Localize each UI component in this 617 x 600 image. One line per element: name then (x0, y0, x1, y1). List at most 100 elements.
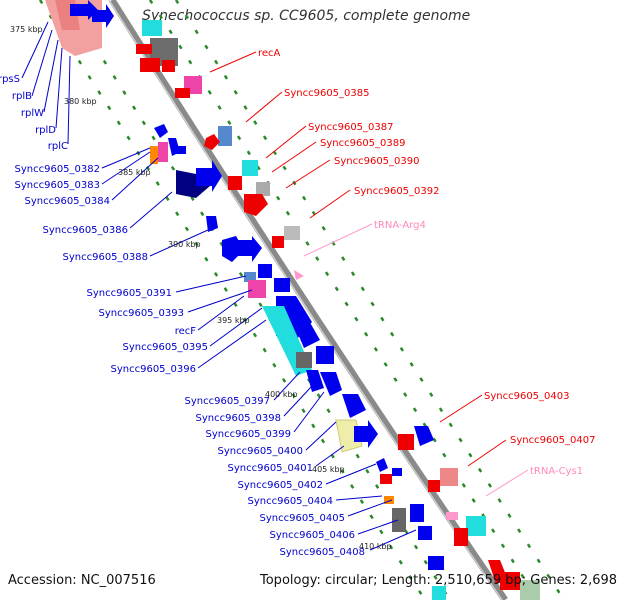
gene-label: Syncc9605_0397 (185, 396, 271, 407)
gene-block (428, 480, 440, 492)
gene-block (256, 182, 270, 196)
gene-arrow (414, 426, 434, 446)
gene-label: Syncc9605_0383 (15, 180, 101, 191)
leader-line (67, 55, 71, 145)
gene-block (274, 278, 290, 292)
genome-summary-text: Topology: circular; Length: 2,510,659 bp… (260, 573, 617, 588)
leader-line (467, 439, 507, 467)
gene-arrow (176, 146, 186, 154)
rna-marker (294, 270, 304, 280)
gene-block (248, 280, 266, 298)
rna-leader-lines (303, 223, 529, 497)
kbp-tick-label: 390 kbp (168, 240, 201, 249)
rna-gene-labels: tRNA-Arg4 tRNA-Cys1 (374, 220, 583, 477)
gene-block (258, 264, 272, 278)
gene-label: rplC (48, 141, 68, 152)
gene-label: Syncc9605_0389 (320, 138, 406, 149)
gene-label: recA (258, 48, 281, 59)
gene-label: Syncc9605_0406 (270, 530, 356, 541)
leader-line (187, 289, 253, 313)
kbp-tick-label: 385 kbp (118, 168, 151, 177)
rna-label: tRNA-Cys1 (530, 466, 583, 477)
kbp-tick-label: 405 kbp (312, 465, 345, 474)
leader-line (209, 307, 263, 347)
gene-label: Syncc9605_0399 (206, 429, 292, 440)
leader-line (293, 391, 325, 433)
leader-line (175, 275, 247, 293)
gene-block (454, 528, 468, 546)
gene-label: rplW (21, 108, 44, 119)
leader-line (315, 445, 345, 467)
leader-line (111, 157, 159, 201)
gene-label: Syncc9605_0384 (25, 196, 111, 207)
kbp-tick-label: 400 kbp (265, 390, 298, 399)
leader-line (101, 151, 151, 185)
guide-line-3 (148, 0, 540, 600)
gene-label: rpsS (0, 74, 20, 85)
gene-label: Syncc9605_0405 (260, 513, 346, 524)
gene-block (380, 474, 392, 484)
gene-label: Syncc9605_0401 (228, 463, 314, 474)
leader-line (485, 469, 529, 497)
gene-block (284, 226, 300, 240)
backbone-highlight (108, 0, 503, 600)
gene-arrow (70, 0, 98, 20)
leader-line (273, 371, 301, 401)
gene-label: Syncc9605_0402 (238, 480, 324, 491)
gene-block (466, 516, 486, 536)
leader-line (305, 421, 337, 451)
gene-block (158, 142, 168, 162)
gene-arrow (206, 216, 218, 232)
guide-line-4 (174, 0, 566, 600)
leader-line (209, 51, 257, 73)
gene-label: Syncc9605_0390 (334, 156, 420, 167)
gene-block (162, 60, 175, 72)
left-gene-labels: rpsS rplB rplW rplD rplC Syncc9605_0382 … (0, 74, 365, 558)
leader-line (325, 463, 377, 485)
gene-arrow (354, 420, 378, 448)
kbp-tick-label: 380 kbp (64, 97, 97, 106)
leader-line (197, 319, 267, 369)
leader-line (335, 495, 383, 501)
leader-line (285, 159, 331, 189)
kbp-tick-label: 395 kbp (217, 316, 250, 325)
leader-line (149, 229, 209, 257)
leader-line (265, 125, 307, 159)
leader-line (43, 39, 59, 113)
gene-arrow (196, 160, 222, 192)
leader-line (245, 91, 283, 123)
gene-block (142, 20, 162, 36)
gene-label: Syncc9605_0388 (63, 252, 149, 263)
right-gene-labels: recA Syncc9605_0385 Syncc9605_0387 Syncc… (258, 48, 596, 446)
gene-block (218, 126, 232, 146)
leader-line (101, 147, 151, 169)
leader-line (129, 191, 173, 229)
leader-line (283, 385, 313, 417)
genome-map: 375 kbp 380 kbp 385 kbp 390 kbp 395 kbp … (0, 0, 596, 600)
gene-block (242, 160, 258, 176)
leader-line (369, 529, 417, 551)
leader-line (439, 394, 483, 423)
gene-label: Syncc9605_0400 (218, 446, 304, 457)
gene-arrow (204, 134, 220, 150)
rna-label: tRNA-Arg4 (374, 220, 426, 231)
gene-label: recF (175, 326, 197, 337)
gene-block (520, 580, 540, 600)
guide-line-1 (38, 0, 427, 600)
leader-line (271, 141, 317, 173)
gene-block (296, 352, 312, 368)
right-leader-lines (209, 51, 507, 467)
gene-block (228, 176, 242, 190)
leader-line (347, 499, 393, 517)
gene-block (398, 434, 414, 450)
gene-label: Syncc9605_0403 (484, 391, 570, 402)
gene-arrow (428, 556, 444, 570)
gene-arrow (238, 236, 262, 262)
gene-label: Syncc9605_0387 (308, 122, 394, 133)
gene-block (432, 586, 446, 600)
leader-line (197, 295, 245, 331)
gene-label: Syncc9605_0408 (280, 547, 366, 558)
gene-arrow (342, 394, 366, 418)
gene-block (440, 468, 458, 486)
